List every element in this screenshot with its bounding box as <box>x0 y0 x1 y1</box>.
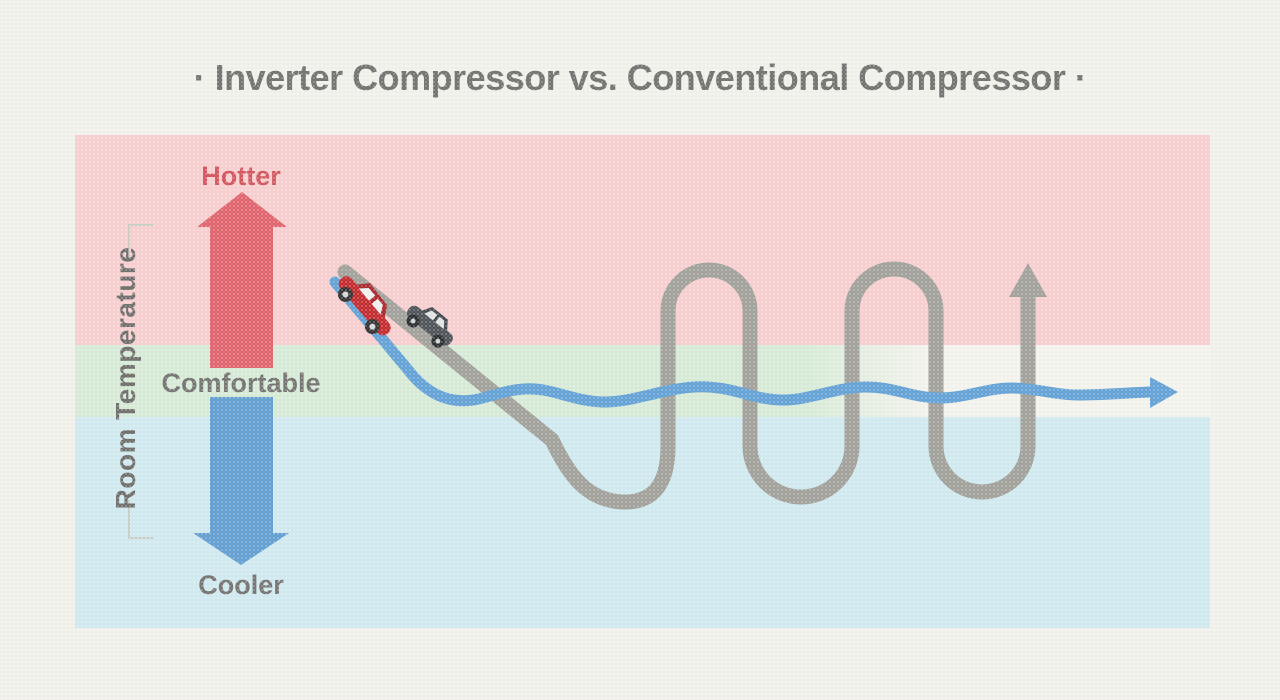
hotter-zone-label: Hotter <box>201 161 281 191</box>
gray-car-icon <box>406 305 453 348</box>
cooler-zone-label: Cooler <box>198 570 284 600</box>
page-title: · Inverter Compressor vs. Conventional C… <box>193 57 1087 98</box>
red-sports-car-icon <box>337 276 391 336</box>
inverter-line-arrowhead-icon <box>1150 377 1178 408</box>
range-bracket-icon <box>128 224 154 539</box>
comfortable-zone-label: Comfortable <box>161 368 321 398</box>
thermometer-up-arrow-icon <box>197 192 287 368</box>
thermometer-down-arrow-icon <box>193 397 289 565</box>
room-temperature-axis-label: Room Temperature <box>110 246 141 510</box>
conventional-line-arrowhead-icon <box>1009 263 1047 297</box>
oscillating-loop-arrow-line <box>337 261 1036 510</box>
smooth-wavy-arrow-line <box>329 276 1156 408</box>
